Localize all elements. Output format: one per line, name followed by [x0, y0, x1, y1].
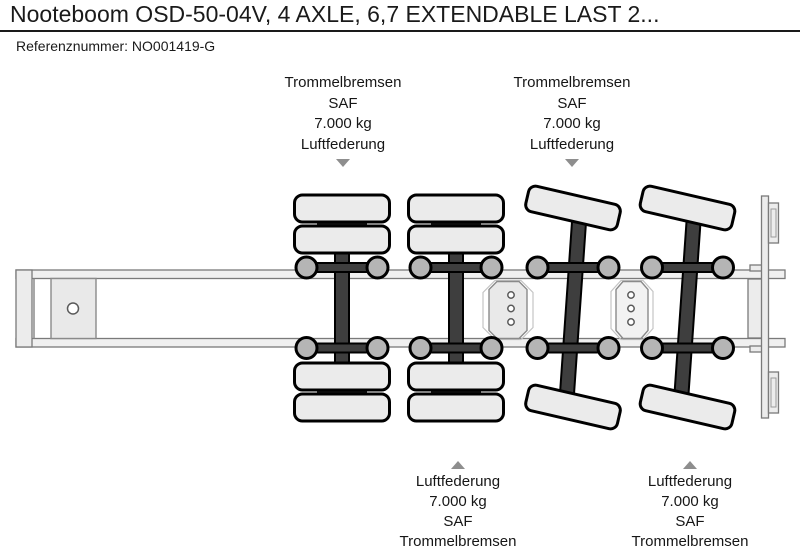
rear-light-panel-bottom-inner [770, 377, 777, 408]
wheel-hub [408, 336, 433, 360]
tire [407, 392, 505, 423]
tire [293, 224, 391, 255]
connector-outline [610, 279, 654, 341]
annotation-line: Luftfederung [415, 473, 501, 490]
rear-bumper [747, 195, 780, 419]
rear-bumper-bar [760, 195, 770, 419]
annotation-line: 7.000 kg [661, 493, 719, 510]
tire [638, 383, 737, 431]
extendable-connector-1 [482, 279, 534, 341]
wheel-hub [711, 255, 735, 280]
axle-4 [638, 184, 737, 431]
axle-stub [431, 389, 481, 395]
bolt-hole-icon [507, 318, 515, 326]
arrow-up-icon [683, 461, 697, 469]
reference-number: Referenznummer: NO001419-G [16, 38, 216, 54]
annotation-line: SAF [328, 94, 358, 112]
wheel-hub [479, 336, 504, 360]
wheel-hub [640, 255, 664, 280]
bolt-hole-icon [507, 304, 515, 313]
tire [638, 184, 737, 232]
kingpin-icon [66, 302, 80, 315]
annotation-line: SAF [557, 94, 587, 112]
wheel-hub [408, 255, 433, 280]
annotation-line: 7.000 kg [543, 115, 601, 132]
axle-beam [558, 218, 588, 398]
bolt-hole-icon [627, 291, 635, 299]
annotation-line: Trommelbremsen [631, 533, 749, 550]
axle-stub [317, 221, 367, 227]
annotation-line: SAF [675, 513, 705, 530]
annotation-axle-4: Luftfederung 7.000 kg SAF Trommelbremsen [570, 461, 800, 552]
wheel-hub [365, 336, 390, 360]
annotation-line: Trommelbremsen [284, 74, 402, 91]
annotation-line: Luftfederung [300, 135, 386, 153]
tire [293, 193, 391, 224]
wheel-hub [365, 255, 390, 280]
tire [524, 184, 622, 232]
title-divider [0, 30, 800, 32]
rear-light-panel-top [767, 202, 780, 244]
annotation-axle-2: Luftfederung 7.000 kg SAF Trommelbremsen [338, 461, 578, 552]
axle-beam [673, 218, 702, 398]
wheel-hub [525, 336, 550, 360]
arrow-up-icon [451, 461, 465, 469]
rear-light-panel-bottom [767, 371, 780, 414]
wheel-hub [525, 255, 550, 280]
arrow-down-icon [565, 158, 579, 167]
tire [293, 392, 391, 423]
wheel-hub [596, 255, 621, 280]
wheel-hub [640, 336, 664, 360]
tire [407, 361, 505, 392]
annotation-line: SAF [443, 513, 473, 530]
wheel-hub [596, 336, 621, 360]
front-end-block [15, 269, 33, 348]
page-title: Nooteboom OSD-50-04V, 4 AXLE, 6,7 EXTEND… [10, 1, 660, 27]
wheel-hub [294, 336, 319, 360]
annotation-line: Trommelbremsen [399, 533, 517, 550]
annotation-line: Luftfederung [647, 473, 733, 490]
bolt-hole-icon [627, 304, 635, 313]
wheel-hub [711, 336, 735, 360]
annotation-line: Trommelbremsen [513, 74, 631, 91]
axle-3 [524, 184, 622, 431]
bolt-hole-icon [627, 318, 635, 326]
annotation-axle-3: Trommelbremsen SAF 7.000 kg Luftfederung [452, 73, 692, 167]
arrow-down-icon [336, 158, 350, 167]
annotation-line: 7.000 kg [429, 493, 487, 510]
wheel-hub [479, 255, 504, 280]
tire [293, 361, 391, 392]
axle-stub [317, 389, 367, 395]
wheel-hub [294, 255, 319, 280]
axle-stub [431, 221, 481, 227]
axle-2 [407, 193, 505, 423]
connector-outline [482, 279, 534, 341]
rear-light-panel-top-inner [770, 208, 777, 238]
extendable-connector-2 [610, 279, 654, 341]
annotation-line: 7.000 kg [314, 115, 372, 132]
bolt-hole-icon [507, 291, 515, 299]
annotation-axle-1: Trommelbremsen SAF 7.000 kg Luftfederung [223, 73, 463, 167]
tire [407, 224, 505, 255]
tire [524, 383, 622, 431]
axle-1 [293, 193, 391, 423]
annotation-line: Luftfederung [529, 135, 615, 153]
tire [407, 193, 505, 224]
chassis [15, 269, 786, 348]
